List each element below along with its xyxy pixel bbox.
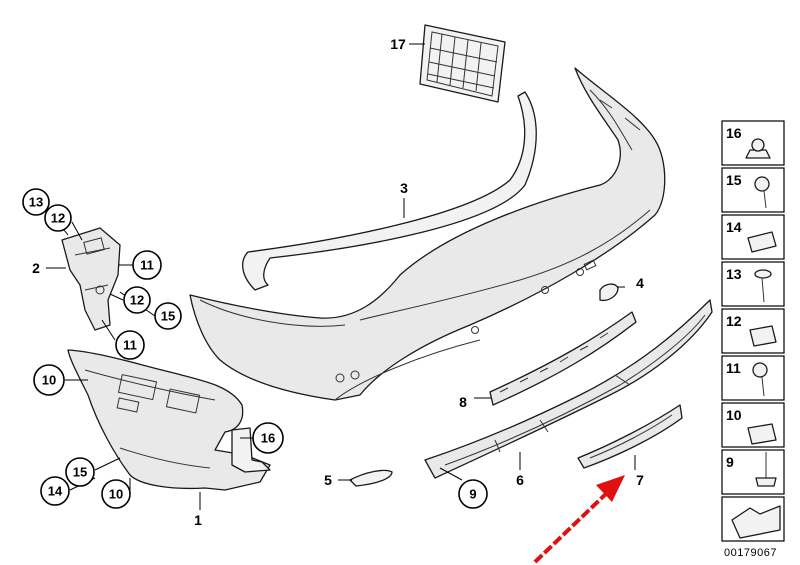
callout-11-lower: 11 (115, 330, 145, 360)
callout-17: 17 (390, 36, 406, 52)
highlight-arrow (533, 475, 625, 564)
callout-3: 3 (400, 180, 408, 196)
svg-text:9: 9 (726, 454, 734, 470)
callout-15-upper: 15 (154, 302, 182, 330)
legend-column: 16 15 14 13 12 11 (721, 120, 785, 542)
part-6-lower-strip (424, 299, 713, 479)
svg-text:11: 11 (140, 258, 154, 273)
svg-text:12: 12 (726, 313, 742, 329)
callout-6: 6 (516, 472, 524, 488)
part-17-grille (419, 24, 506, 103)
svg-text:9: 9 (469, 487, 476, 502)
svg-text:12: 12 (51, 211, 65, 226)
legend-cell-9: 9 (721, 449, 785, 495)
callout-10-bottom: 10 (101, 479, 131, 509)
part-2-bracket (61, 227, 121, 331)
svg-text:13: 13 (726, 266, 742, 282)
part-7-reflector (577, 404, 683, 469)
callout-4: 4 (636, 275, 644, 291)
svg-text:16: 16 (261, 431, 275, 446)
callout-16: 16 (252, 422, 284, 454)
legend-cell-15: 15 (721, 167, 785, 213)
svg-text:11: 11 (123, 338, 137, 353)
callout-10-left: 10 (33, 364, 65, 396)
callout-15-lower: 15 (65, 457, 95, 487)
callout-7: 7 (636, 472, 644, 488)
part-3-trim-strip (242, 91, 537, 291)
callout-13: 13 (22, 188, 50, 216)
callout-8: 8 (459, 394, 467, 410)
diagram-id: 00179067 (724, 547, 777, 559)
svg-text:13: 13 (29, 195, 43, 210)
legend-cell-13: 13 (721, 261, 785, 307)
part-8-strip (489, 311, 637, 406)
legend-cell-misc (721, 496, 785, 542)
svg-text:14: 14 (726, 219, 742, 235)
svg-text:10: 10 (42, 373, 56, 388)
callout-1: 1 (194, 512, 202, 528)
svg-text:16: 16 (726, 125, 742, 141)
callout-5: 5 (324, 472, 332, 488)
part-4-cap (599, 283, 619, 302)
legend-cell-12: 12 (721, 308, 785, 354)
svg-text:14: 14 (48, 484, 63, 499)
callout-12-lower: 12 (123, 286, 151, 314)
part-5-clip (349, 469, 393, 487)
legend-cell-10: 10 (721, 402, 785, 448)
callout-11-upper: 11 (132, 250, 162, 280)
svg-text:10: 10 (109, 487, 123, 502)
svg-text:12: 12 (130, 293, 144, 308)
bumper-cover (189, 67, 666, 401)
callout-14: 14 (40, 476, 70, 506)
svg-text:11: 11 (726, 360, 741, 376)
part-16-bracket (231, 427, 271, 473)
callout-12-upper: 12 (44, 204, 72, 232)
legend-cell-14: 14 (721, 214, 785, 260)
callout-2: 2 (32, 260, 40, 276)
legend-cell-16: 16 (721, 120, 785, 166)
svg-text:10: 10 (726, 407, 742, 423)
callouts: 17 3 4 2 1 5 8 6 7 13 12 11 12 15 (22, 36, 644, 528)
svg-text:15: 15 (726, 172, 742, 188)
svg-text:15: 15 (161, 309, 175, 324)
legend-cell-11: 11 (721, 355, 785, 401)
callout-9: 9 (458, 479, 488, 509)
svg-text:15: 15 (73, 465, 87, 480)
